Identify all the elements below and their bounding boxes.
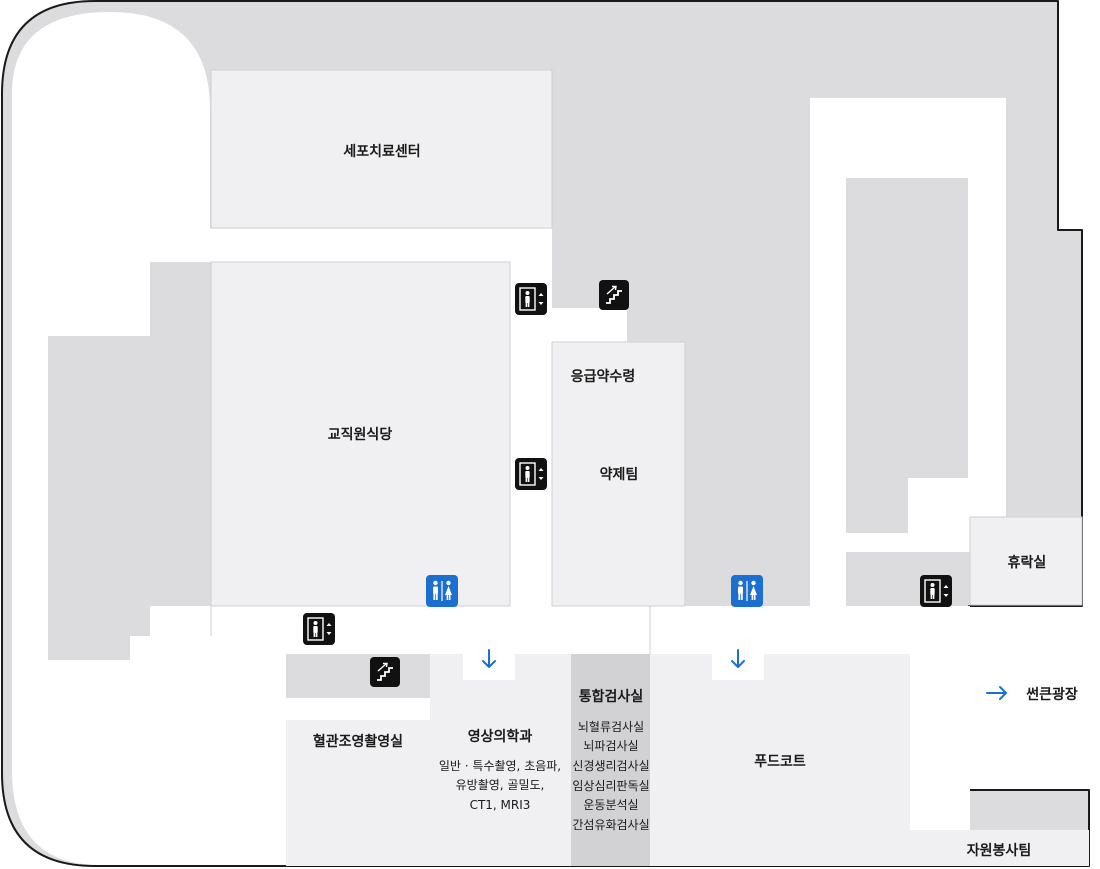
room-integrated-lab[interactable] — [571, 654, 650, 866]
inner-block-right — [846, 178, 968, 533]
arrow-down-icon — [482, 649, 496, 668]
arrow-right-icon — [986, 686, 1007, 700]
room-faculty-cafeteria[interactable] — [210, 261, 511, 607]
integrated-lab-detail-line: 간섬유화검사실 — [572, 818, 649, 832]
label-radiology: 영상의학과 — [468, 728, 533, 745]
label-volunteer-team: 자원봉사팀 — [967, 843, 1031, 859]
radiology-detail-line: 일반 · 특수촬영, 초음파, — [439, 759, 561, 773]
room-lounge[interactable] — [969, 516, 1083, 606]
room-stem-cell-center[interactable] — [210, 69, 553, 229]
label-lounge: 휴락실 — [1008, 555, 1047, 571]
room-angiography[interactable] — [286, 720, 430, 866]
arrow-down-icon — [731, 649, 745, 668]
integrated-lab-detail-line: 신경생리검사실 — [572, 759, 649, 773]
room-food-court[interactable] — [650, 654, 910, 866]
restroom-icon[interactable] — [425, 574, 459, 608]
room-pharmacy-team[interactable] — [551, 341, 686, 607]
label-pharmacy-team: 약제팀 — [600, 466, 639, 483]
integrated-lab-detail-line: 뇌파검사실 — [583, 739, 638, 753]
restroom-icon[interactable] — [730, 574, 764, 608]
rooms — [150, 69, 1089, 866]
label-stem-cell-center: 세포치료센터 — [343, 144, 420, 160]
room-faculty-cafeteria-side — [150, 262, 211, 606]
room-volunteer-team[interactable] — [910, 830, 1089, 866]
integrated-lab-detail-line: 뇌혈류검사실 — [578, 720, 644, 734]
label-angiography: 혈관조영촬영실 — [313, 733, 403, 750]
radiology-detail-line: 유방촬영, 골밀도, — [456, 778, 545, 792]
elevator-icon[interactable] — [514, 282, 548, 316]
integrated-lab-detail-line: 임상심리판독실 — [572, 779, 649, 793]
radiology-detail-line: CT1, MRI3 — [470, 798, 531, 812]
label-emergency-pickup: 응급약수령 — [571, 368, 635, 385]
integrated-lab-detail-line: 운동분석실 — [583, 798, 638, 812]
elevator-icon[interactable] — [514, 457, 548, 491]
elevator-icon[interactable] — [302, 612, 336, 646]
elevator-icon[interactable] — [919, 574, 953, 608]
inner-notch-white — [908, 478, 970, 534]
stairs-icon[interactable] — [369, 656, 401, 688]
label-faculty-cafeteria: 교직원식당 — [328, 426, 393, 443]
label-food-court: 푸드코트 — [754, 754, 806, 770]
label-sunken-plaza-exit[interactable]: 썬큰광장 — [1026, 686, 1078, 703]
label-integrated-lab: 통합검사실 — [579, 688, 643, 705]
stairs-icon[interactable] — [598, 279, 630, 311]
room-radiology[interactable] — [430, 654, 571, 866]
